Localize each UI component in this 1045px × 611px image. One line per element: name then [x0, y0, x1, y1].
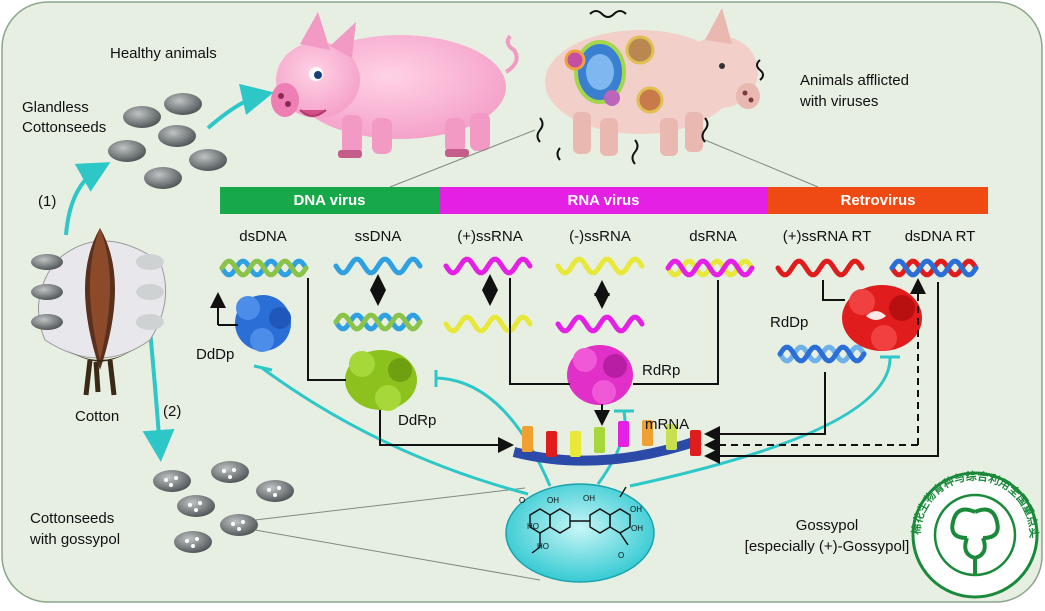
healthy-pig-illustration: [271, 12, 519, 158]
label-path-2: (2): [163, 403, 182, 420]
svg-text:O: O: [618, 551, 624, 560]
svg-text:O: O: [519, 496, 525, 505]
label-dsdna-rt: dsDNA RT: [904, 228, 976, 245]
label-neg-ssrna: (-)ssRNA: [569, 228, 631, 245]
enzyme-ddrp-blob: [345, 350, 417, 411]
arrow-path-1: [64, 162, 111, 236]
svg-text:OH: OH: [547, 496, 559, 505]
label-dsrna: dsRNA: [689, 228, 737, 245]
strand-wave: [443, 256, 533, 276]
label-pos-ssrna-rt: (+)ssRNA RT: [782, 228, 872, 245]
cotton-boll-illustration: [31, 228, 167, 396]
svg-text:OH: OH: [630, 505, 642, 514]
strand-wave: [555, 314, 645, 334]
label-cotton: Cotton: [75, 408, 120, 425]
mrna-base: [690, 430, 701, 456]
mrna-base: [666, 424, 677, 450]
strand-wave: [219, 258, 309, 278]
svg-text:OH: OH: [583, 494, 595, 503]
pathway-lines: [210, 274, 939, 464]
label-pos-ssrna: (+)ssRNA: [457, 228, 523, 245]
sick-pig-illustration: [536, 8, 764, 165]
label-healthy-animals: Healthy animals: [110, 45, 217, 62]
strand-wave: [555, 256, 645, 276]
strand-wave: [775, 258, 865, 278]
mrna-base: [642, 420, 653, 446]
strand-wave: [665, 258, 755, 278]
arrow-seeds-to-healthy-pig: [206, 83, 274, 130]
enzyme-rdrp-blob: [567, 345, 633, 405]
mrna-base: [522, 426, 533, 452]
mrna-base: [570, 431, 581, 457]
strand-wave: [333, 312, 423, 332]
label-ssdna: ssDNA: [354, 228, 402, 245]
label-gossypol: Gossypol [especially (+)-Gossypol]: [744, 517, 910, 555]
label-dsdna: dsDNA: [239, 228, 287, 245]
band-retrovirus: Retrovirus: [768, 187, 988, 214]
gossypol-molecule: O OH OH OH OH HO HO O: [505, 483, 655, 583]
label-dddp: DdDp: [196, 346, 235, 363]
label-mrna: mRNA: [645, 416, 690, 433]
band-rna-virus: RNA virus: [439, 187, 768, 214]
glandless-seeds: [108, 93, 227, 189]
enzyme-rddp-blob: [842, 285, 922, 351]
svg-text:HO: HO: [537, 542, 549, 551]
mrna-base: [618, 421, 629, 447]
strand-wave: [777, 344, 867, 364]
label-rddp: RdDp: [770, 314, 809, 331]
arrow-path-2: [142, 329, 175, 462]
svg-text:OH: OH: [631, 524, 643, 533]
strand-wave: [889, 258, 979, 278]
label-ddrp: DdRp: [398, 412, 437, 429]
svg-text:HO: HO: [527, 522, 539, 531]
nucleic-acid-strands: [219, 256, 979, 364]
enzyme-dddp-blob: [235, 295, 291, 352]
gossypol-seeds: [153, 461, 294, 553]
label-cottonseeds-gossypol: Cottonseeds with gossypol: [30, 510, 121, 548]
strand-wave: [333, 256, 423, 276]
band-dna-virus: DNA virus: [220, 187, 439, 214]
strand-wave: [443, 314, 533, 334]
mrna-strand: [512, 420, 702, 466]
mrna-base: [546, 431, 557, 457]
mrna-base: [594, 427, 605, 453]
label-afflicted-animals: Animals afflicted with viruses: [800, 72, 909, 110]
label-path-1: (1): [38, 193, 57, 210]
label-rdrp: RdRp: [642, 362, 681, 379]
label-glandless-cottonseeds: Glandless Cottonseeds: [22, 99, 107, 136]
